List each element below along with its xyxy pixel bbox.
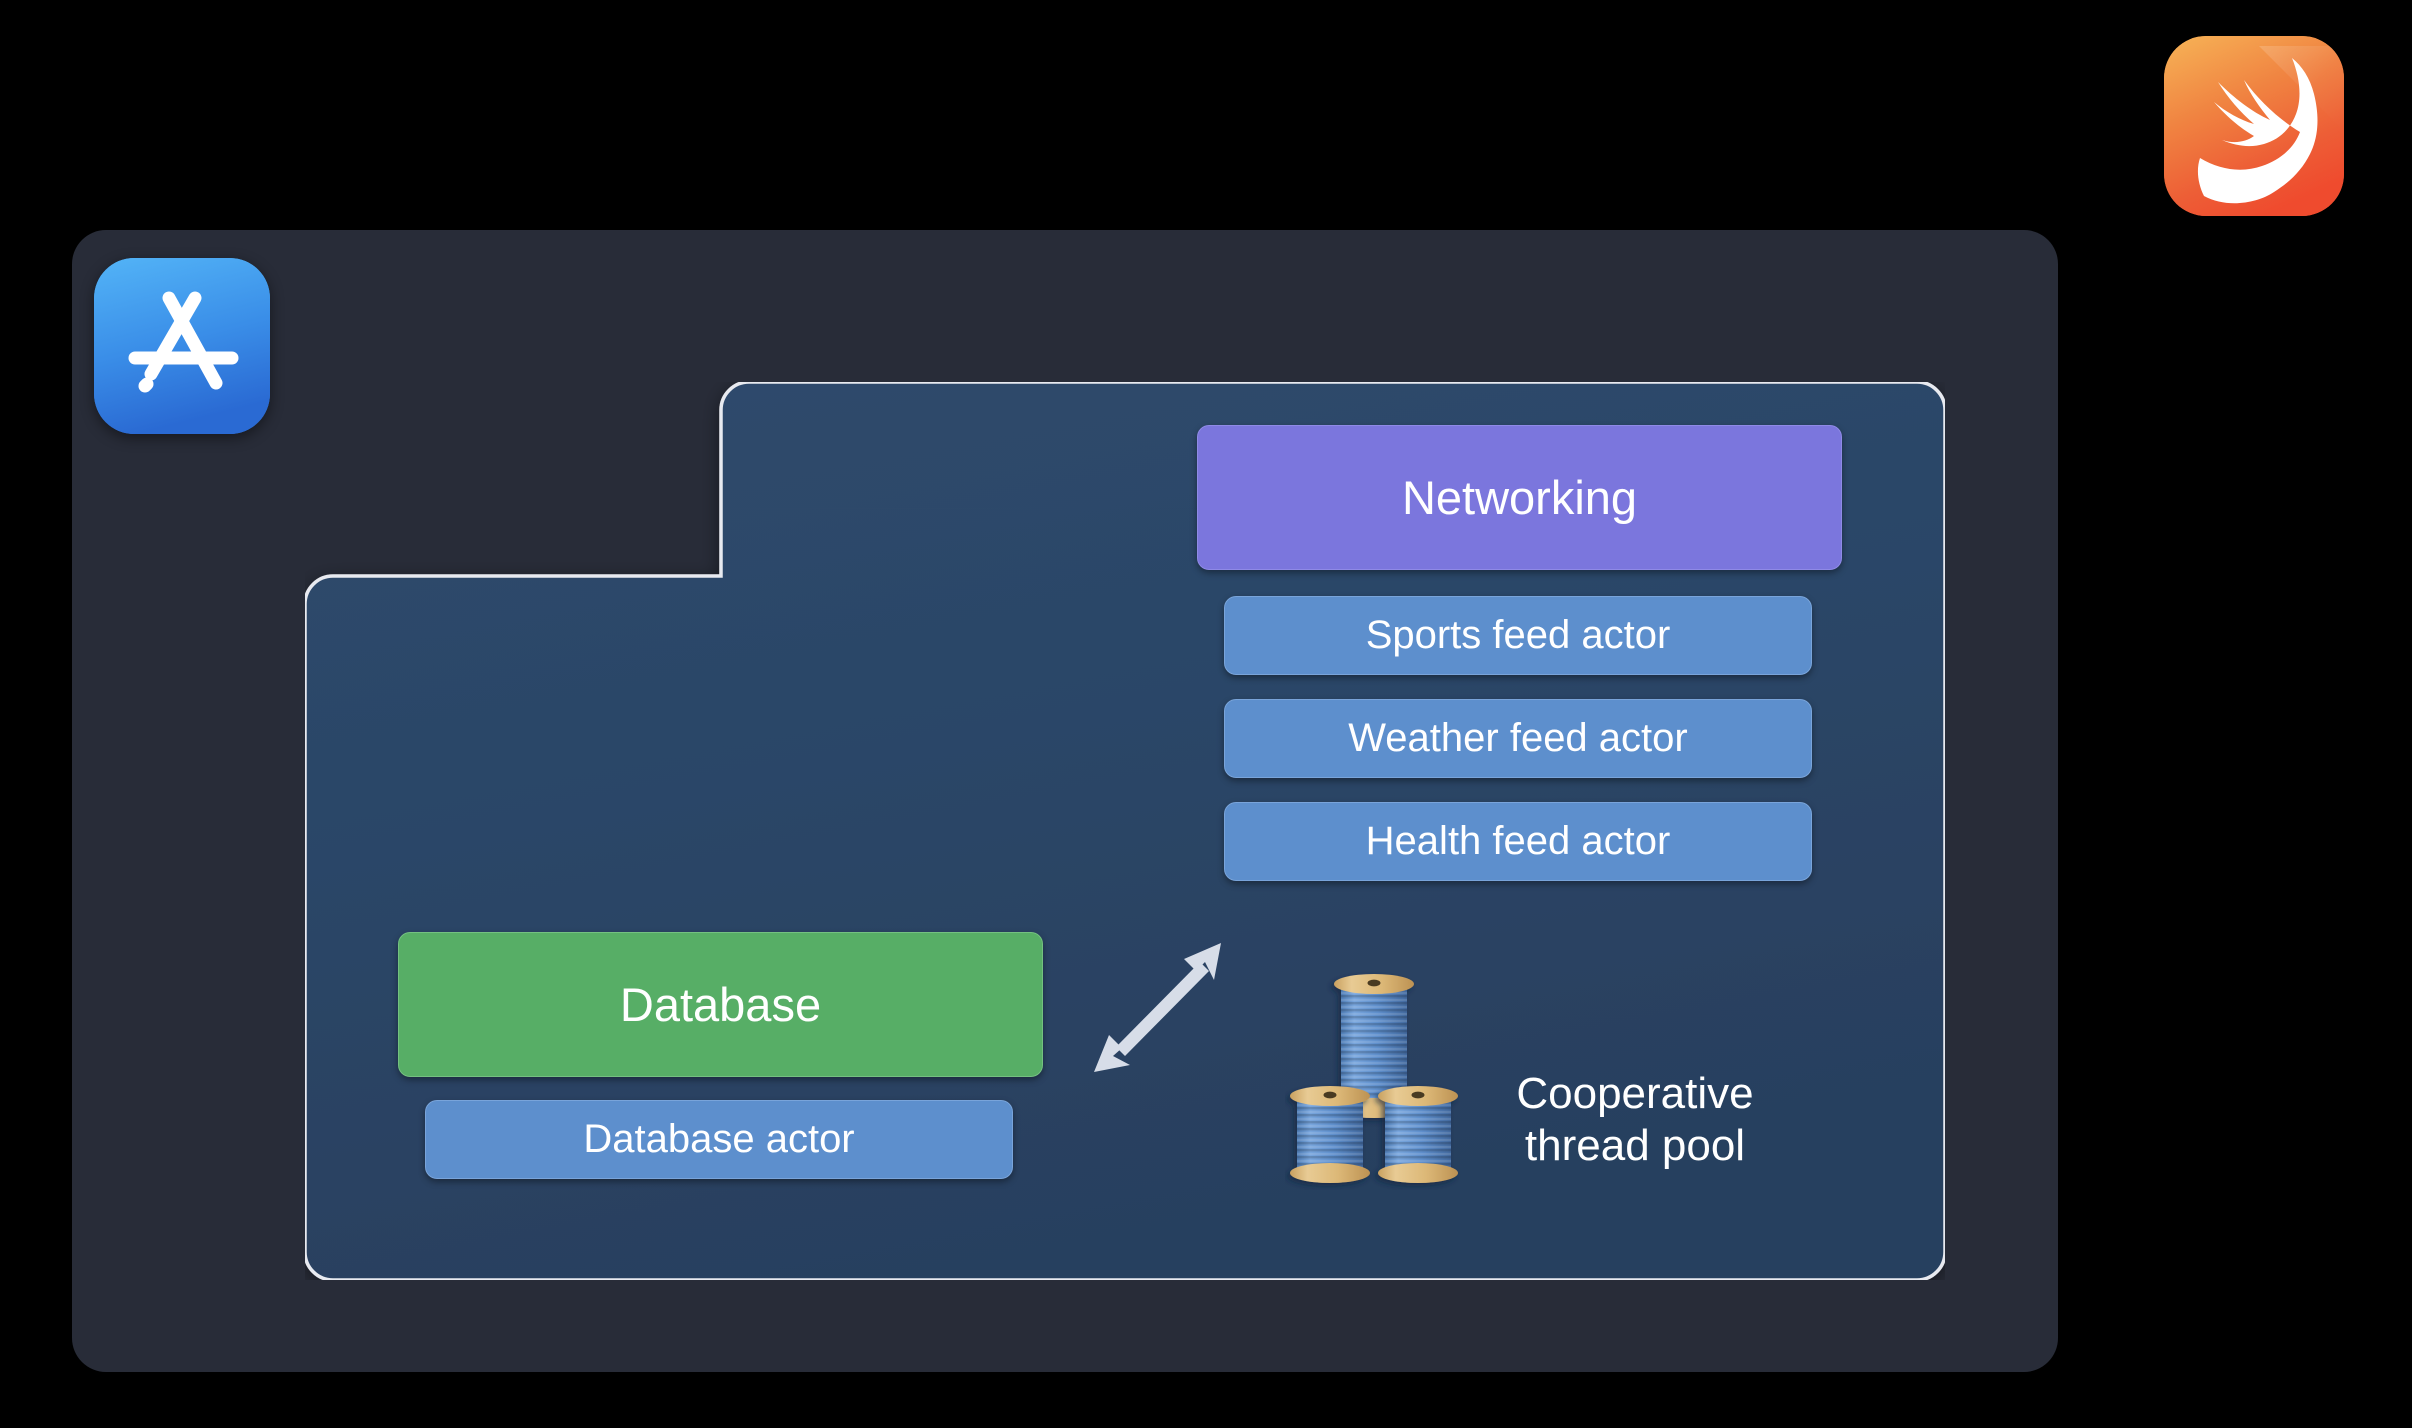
sports-feed-actor-box[interactable]: Sports feed actor <box>1224 596 1812 675</box>
swift-icon[interactable] <box>2164 36 2344 216</box>
networking-box[interactable]: Networking <box>1197 425 1842 570</box>
app-store-icon[interactable] <box>94 258 270 434</box>
weather-feed-actor-box[interactable]: Weather feed actor <box>1224 699 1812 778</box>
thread-pool-caption-line-2: thread pool <box>1524 1120 1746 1170</box>
app-process-panel <box>72 230 2058 1372</box>
bidirectional-arrow <box>1080 935 1250 1080</box>
database-actor-box[interactable]: Database actor <box>425 1100 1013 1179</box>
thread-spools-icon <box>1285 960 1475 1190</box>
thread-pool-caption-line-1: Cooperative <box>1516 1069 1754 1118</box>
app-store-glyph <box>94 258 270 434</box>
health-feed-actor-box[interactable]: Health feed actor <box>1224 802 1812 881</box>
swift-bird-glyph <box>2164 36 2344 216</box>
bidirectional-arrow-icon <box>1094 943 1221 1072</box>
cooperative-thread-pool-label: Cooperative thread pool <box>1470 1068 1800 1172</box>
database-box[interactable]: Database <box>398 932 1043 1077</box>
thread-spools-glyph <box>1290 974 1458 1183</box>
